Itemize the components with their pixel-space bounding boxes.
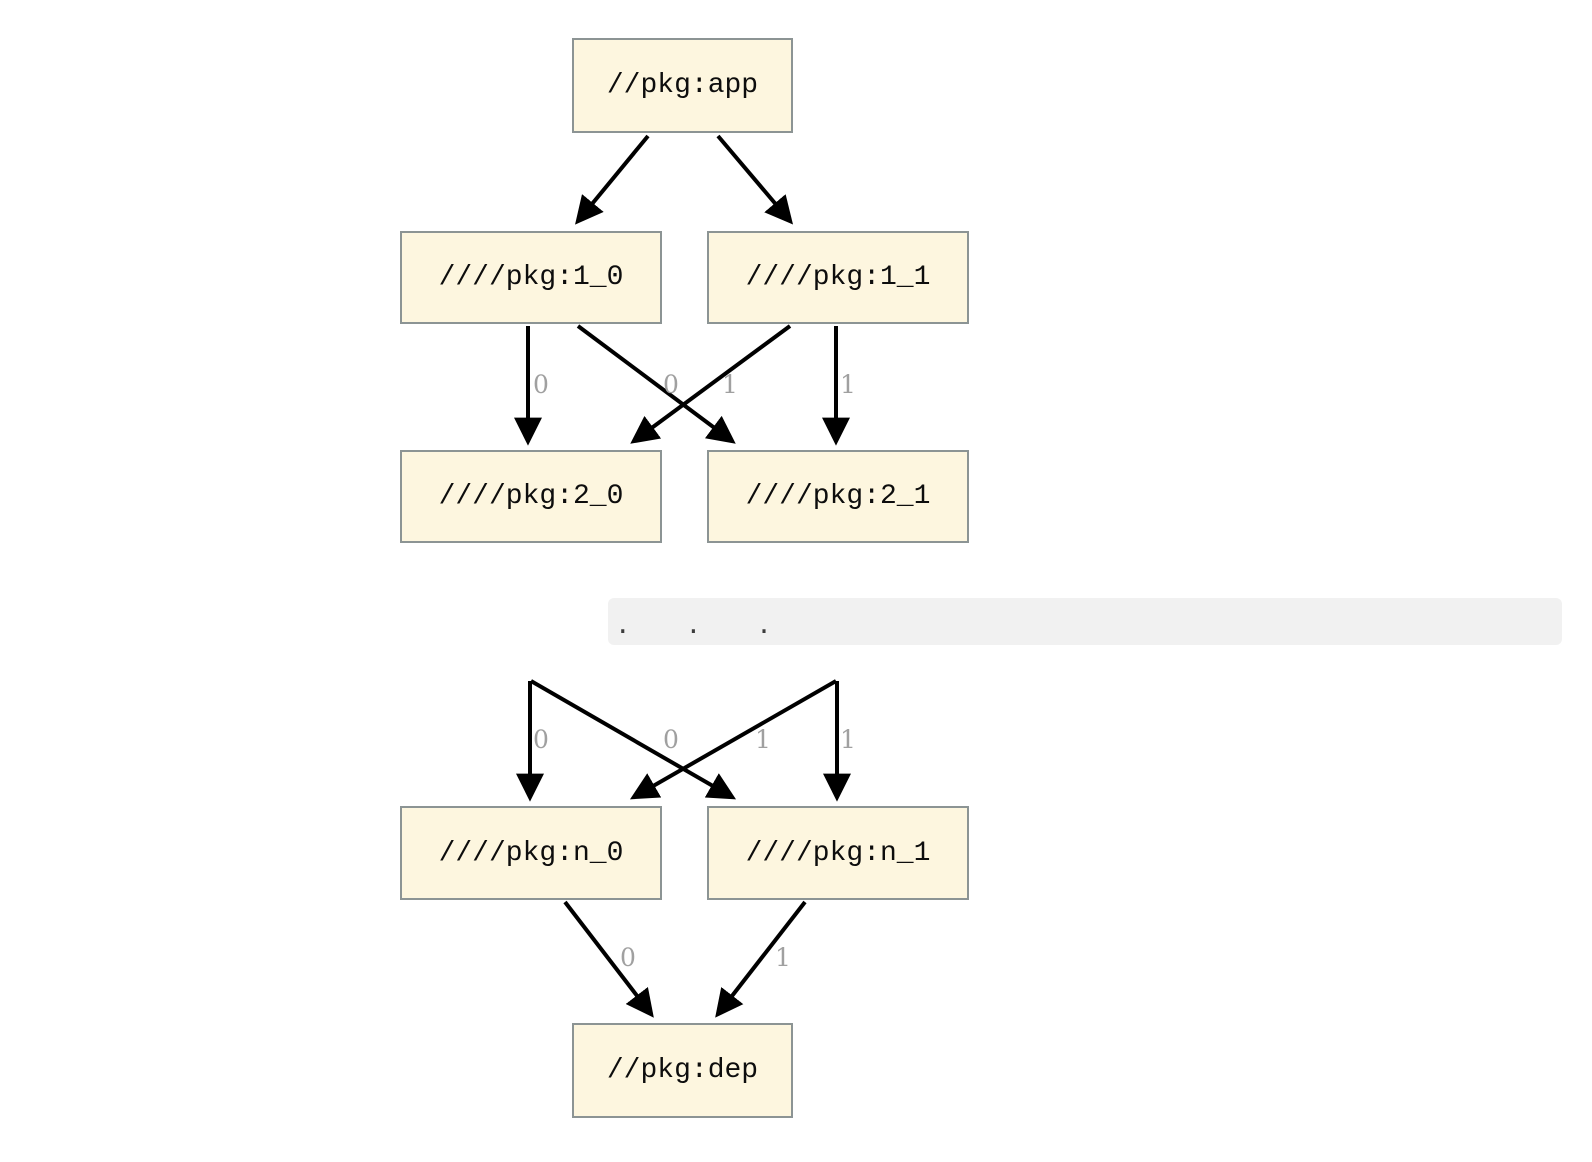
node-pkg-1_0[interactable]: ////pkg:1_0 <box>400 231 662 324</box>
edge-label-above2-n_0: 1 <box>755 725 771 754</box>
edge-label-1_1-2_0: 1 <box>722 370 738 399</box>
edge-above2-to-n_0 <box>629 679 837 800</box>
node-app[interactable]: //pkg:app <box>572 38 793 133</box>
node-dep[interactable]: //pkg:dep <box>572 1023 793 1118</box>
edge-n_1-to-dep <box>715 900 807 1018</box>
edge-app-to-1_1 <box>716 134 794 225</box>
edge-app-to-1_0 <box>575 134 650 225</box>
node-pkg-1_0-label: ////pkg:1_0 <box>438 262 624 293</box>
node-pkg-n_1-label: ////pkg:n_1 <box>745 837 931 869</box>
node-pkg-2_1-label: ////pkg:2_1 <box>745 481 931 512</box>
node-app-label: //pkg:app <box>606 70 759 101</box>
truncation-band: . . . <box>608 598 1562 645</box>
node-pkg-2_0[interactable]: ////pkg:2_0 <box>400 450 662 543</box>
node-pkg-n_0[interactable]: ////pkg:n_0 <box>400 806 662 900</box>
edge-above-to-n_1 <box>530 679 737 800</box>
edge-label-above-n_0: 0 <box>533 725 549 754</box>
ellipsis-icon: . . . <box>618 606 783 641</box>
edge-label-1_0-2_0: 0 <box>533 370 549 399</box>
node-pkg-2_1[interactable]: ////pkg:2_1 <box>707 450 969 543</box>
node-pkg-n_1[interactable]: ////pkg:n_1 <box>707 806 969 900</box>
node-dep-label: //pkg:dep <box>606 1055 759 1086</box>
edge-label-1_0-2_1: 0 <box>663 370 679 399</box>
node-pkg-n_0-label: ////pkg:n_0 <box>438 837 624 869</box>
edge-n_0-to-dep <box>563 900 654 1018</box>
edge-label-1_1-2_1: 1 <box>840 370 856 399</box>
edge-1_1-to-2_0 <box>630 324 792 444</box>
edge-label-n_0-dep: 0 <box>620 943 636 972</box>
edge-label-above2-n_1: 1 <box>840 725 856 754</box>
edge-label-above-n_1: 0 <box>663 725 679 754</box>
node-pkg-1_1-label: ////pkg:1_1 <box>745 262 931 293</box>
node-pkg-2_0-label: ////pkg:2_0 <box>438 481 624 512</box>
edge-label-n_1-dep: 1 <box>775 943 791 972</box>
edge-1_0-to-2_1 <box>576 324 736 444</box>
node-pkg-1_1[interactable]: ////pkg:1_1 <box>707 231 969 324</box>
